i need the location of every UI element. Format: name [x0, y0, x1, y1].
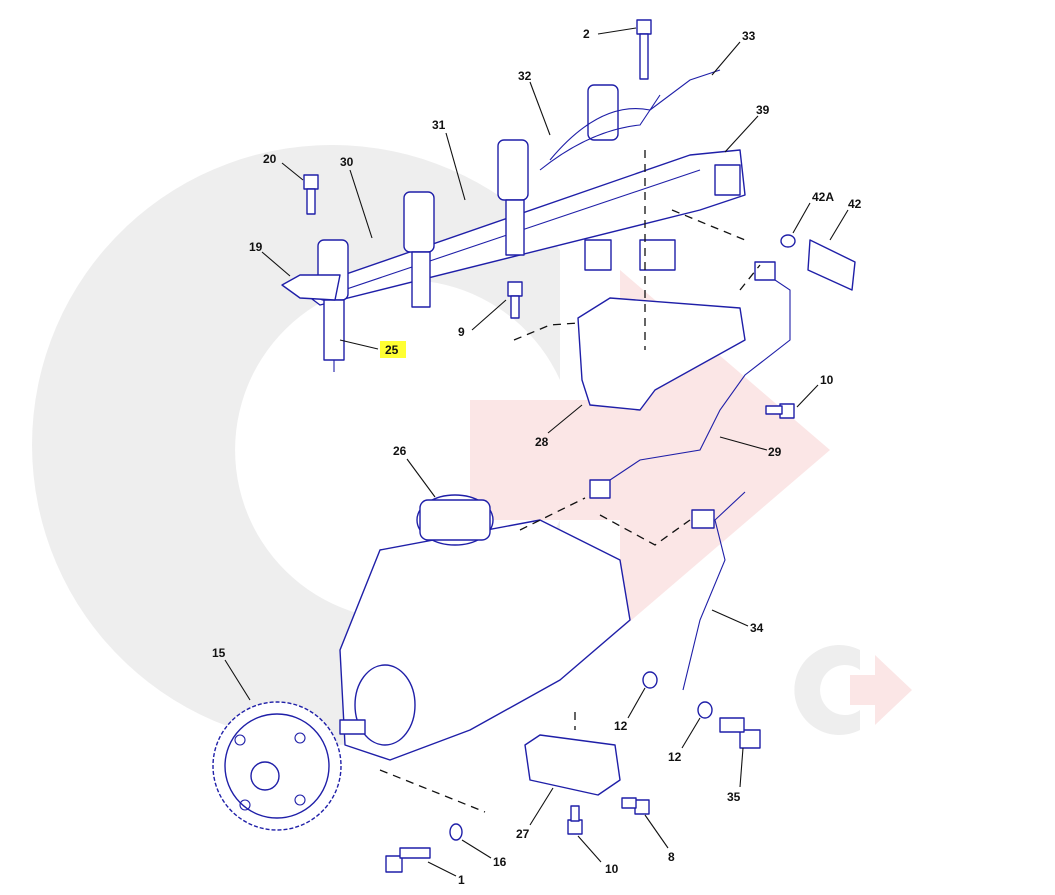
rail-fitting[interactable] [584, 239, 612, 271]
rail-fitting[interactable] [639, 239, 676, 271]
assembly-line [519, 497, 586, 531]
bolt-8[interactable] [621, 797, 650, 815]
label-30[interactable]: 30 [340, 155, 354, 169]
bolt-9[interactable] [507, 281, 523, 319]
injection-pump[interactable] [339, 494, 631, 761]
label-42A[interactable]: 42A [812, 190, 834, 204]
pressure-sensor[interactable] [780, 234, 856, 291]
assembly-line [513, 322, 579, 341]
highlight-box [380, 341, 406, 358]
label-42[interactable]: 42 [848, 197, 862, 211]
bolt-20[interactable] [303, 174, 319, 215]
bolt-2[interactable] [636, 19, 652, 80]
label-10-lower[interactable]: 10 [605, 862, 619, 876]
high-pressure-line[interactable] [597, 269, 791, 489]
leader-lines [224, 27, 849, 877]
label-31[interactable]: 31 [432, 118, 446, 132]
bolt-35[interactable] [719, 717, 761, 749]
label-19[interactable]: 19 [249, 240, 263, 254]
label-25[interactable]: 25 [385, 343, 399, 357]
injector-clamp[interactable] [281, 274, 341, 301]
label-8[interactable]: 8 [668, 850, 675, 864]
label-9[interactable]: 9 [458, 325, 465, 339]
washer-12[interactable] [642, 671, 658, 689]
line-nut[interactable] [754, 261, 776, 281]
fuel-line-32[interactable] [539, 94, 661, 171]
label-34[interactable]: 34 [750, 621, 764, 635]
label-32[interactable]: 32 [518, 69, 532, 83]
label-28[interactable]: 28 [535, 435, 549, 449]
label-35[interactable]: 35 [727, 790, 741, 804]
rail-fitting[interactable] [714, 164, 741, 196]
bolt-1[interactable] [385, 847, 431, 873]
label-12[interactable]: 12 [668, 750, 682, 764]
watermark-logo-small [794, 645, 912, 735]
pump-drive-gear[interactable] [212, 701, 342, 831]
assembly-line [739, 264, 761, 291]
label-26[interactable]: 26 [393, 444, 407, 458]
assembly-line [599, 514, 691, 546]
label-16[interactable]: 16 [493, 855, 507, 869]
washer-16[interactable] [449, 823, 463, 841]
label-10[interactable]: 10 [820, 373, 834, 387]
injector-4[interactable] [587, 84, 619, 141]
bolt-10-lower[interactable] [567, 805, 583, 835]
label-15[interactable]: 15 [212, 646, 226, 660]
label-20[interactable]: 20 [263, 152, 277, 166]
label-33[interactable]: 33 [742, 29, 756, 43]
line-nut[interactable] [691, 509, 715, 529]
label-1[interactable]: 1 [458, 873, 465, 887]
washer-12[interactable] [697, 701, 713, 719]
label-39[interactable]: 39 [756, 103, 770, 117]
pump-support-bracket[interactable] [524, 734, 621, 796]
injector-2[interactable] [403, 191, 435, 308]
fuel-return-line[interactable] [682, 491, 746, 691]
assembly-line [379, 769, 486, 813]
injector-3[interactable] [497, 139, 529, 256]
label-29[interactable]: 29 [768, 445, 782, 459]
rail-bracket[interactable] [577, 297, 746, 411]
label-12[interactable]: 12 [614, 719, 628, 733]
label-2[interactable]: 2 [583, 27, 590, 41]
injector-1[interactable] [317, 239, 349, 372]
watermark-logo [32, 145, 830, 746]
bolt-10[interactable] [765, 403, 795, 419]
label-27[interactable]: 27 [516, 827, 530, 841]
line-nut[interactable] [589, 479, 611, 499]
